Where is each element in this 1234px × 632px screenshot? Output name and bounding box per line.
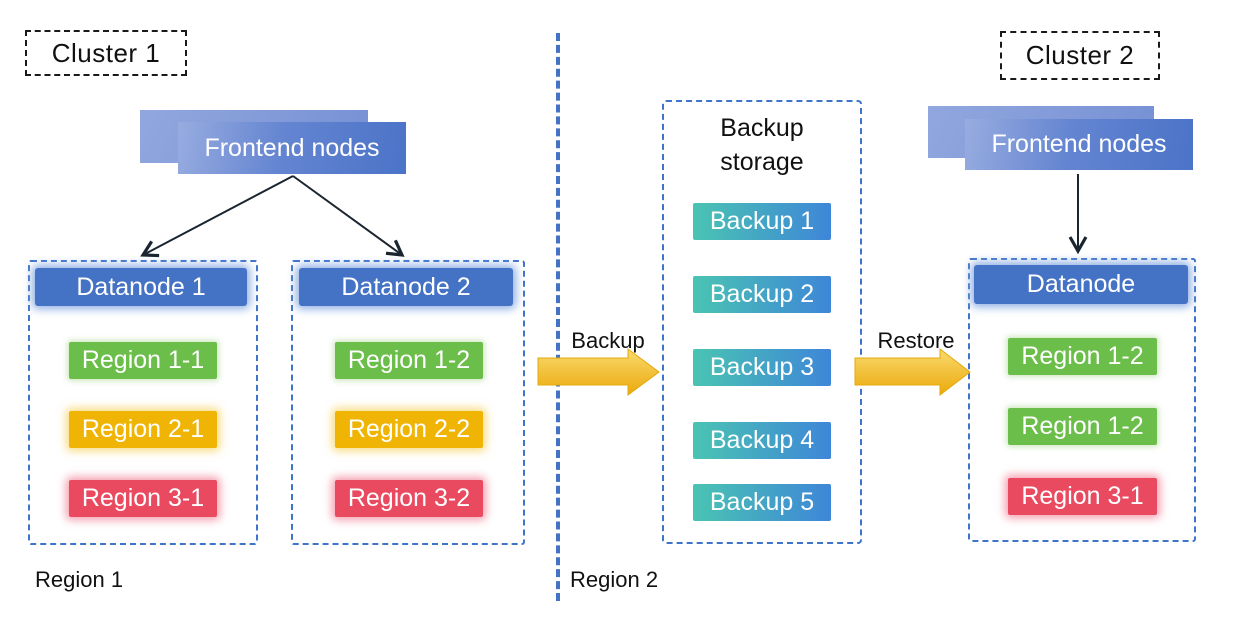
datanode1-title: Datanode 1: [76, 272, 206, 301]
frontend-to-datanode2-arrow: [292, 175, 405, 257]
backup-item: Backup 1: [693, 203, 831, 240]
region-label: Region 3-1: [1021, 482, 1144, 510]
backup-item: Backup 3: [693, 349, 831, 386]
backup-item: Backup 5: [693, 484, 831, 521]
cluster1-frontend-label: Frontend nodes: [204, 133, 380, 162]
datanode2-header: Datanode 2: [299, 268, 513, 306]
backup-item-label: Backup 2: [709, 280, 815, 308]
region-box: Region 1-2: [335, 342, 483, 379]
region-box: Region 2-1: [69, 411, 217, 448]
cluster2-datanode-container: Datanode Region 1-2 Region 1-2 Region 3-…: [968, 258, 1196, 542]
region-box: Region 3-1: [69, 480, 217, 517]
cluster1-label: Cluster 1: [51, 37, 161, 68]
region-label: Region 1-2: [1021, 412, 1144, 440]
backup-item: Backup 4: [693, 422, 831, 459]
region-box: Region 1-2: [1008, 338, 1157, 375]
region2-footer-label: Region 2: [570, 567, 659, 592]
backup-item-label: Backup 1: [709, 207, 815, 235]
cluster2-frontend-label: Frontend nodes: [991, 130, 1167, 158]
region-label: Region 3-2: [347, 484, 471, 512]
region-box: Region 1-2: [1008, 408, 1157, 445]
frontend-to-datanode1-arrow: [140, 175, 294, 258]
region-label: Region 1-1: [81, 346, 205, 374]
region-label: Region 1-2: [347, 346, 471, 374]
backup-item-label: Backup 3: [709, 353, 815, 381]
backup-storage-container: Backup storage Backup 1 Backup 2 Backup …: [662, 100, 862, 544]
datanode2-title: Datanode 2: [341, 272, 471, 301]
region-label: Region 2-2: [347, 415, 471, 443]
region1-footer-label: Region 1: [35, 567, 124, 592]
cluster2-datanode-title: Datanode: [1026, 270, 1136, 298]
datanode2-container: Datanode 2 Region 1-2 Region 2-2 Region …: [291, 260, 525, 545]
backup-item-label: Backup 5: [709, 488, 815, 516]
backup-storage-title: Backup storage: [720, 114, 804, 176]
restore-block-arrow: [854, 347, 971, 397]
backup-item: Backup 2: [693, 276, 831, 313]
region-label: Region 3-1: [81, 484, 205, 512]
cluster2-tag: Cluster 2: [1000, 31, 1160, 80]
datanode1-container: Datanode 1 Region 1-1 Region 2-1 Region …: [28, 260, 258, 545]
cluster1-tag: Cluster 1: [25, 30, 187, 76]
cluster2-datanode-header: Datanode: [974, 265, 1188, 304]
region-box: Region 3-1: [1008, 478, 1157, 515]
restore-flow-label: Restore: [877, 328, 955, 353]
region-box: Region 1-1: [69, 342, 217, 379]
region-label: Region 1-2: [1021, 342, 1144, 370]
region-label: Region 2-1: [81, 415, 205, 443]
backup-flow-label: Backup: [571, 328, 645, 353]
region-box: Region 3-2: [335, 480, 483, 517]
cluster2-label: Cluster 2: [1025, 40, 1135, 70]
datanode1-header: Datanode 1: [35, 268, 247, 306]
region-box: Region 2-2: [335, 411, 483, 448]
cluster2-frontend-box: Frontend nodes: [965, 119, 1193, 170]
region-separator-line: [556, 33, 560, 601]
backup-item-label: Backup 4: [709, 426, 815, 454]
cluster1-frontend-box: Frontend nodes: [178, 122, 406, 174]
